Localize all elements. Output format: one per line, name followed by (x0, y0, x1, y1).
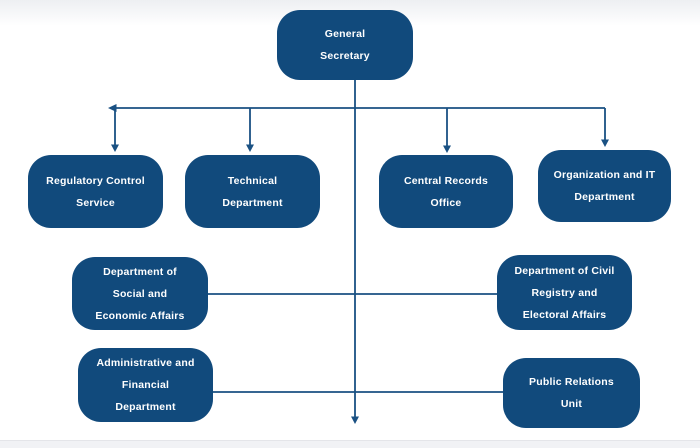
node-label-line: General (324, 28, 366, 40)
node-label-line: Office (430, 196, 462, 209)
node-technical-department: Technical Department (185, 155, 320, 228)
node-label-line: Unit (560, 398, 583, 410)
node-dept-civil-registry-electoral: Department of Civil Registry and Elector… (497, 255, 632, 330)
footer-section-edge (0, 440, 700, 448)
node-label-line: Administrative and (96, 357, 195, 369)
node-label-line: Public Relations (529, 376, 614, 388)
node-label-line: Department (115, 401, 176, 413)
node-label-line: Department (222, 196, 283, 209)
node-label-line: Technical (227, 174, 278, 187)
node-label-line: Service (76, 196, 115, 209)
node-central-records-office: Central Records Office (379, 155, 513, 228)
node-label-line: Economic Affairs (95, 309, 185, 322)
arrowhead-regulatory (111, 144, 119, 152)
node-label-line: Department of (103, 265, 177, 278)
node-label-line: Central Records (403, 174, 489, 187)
node-dept-social-economic-affairs: Department of Social and Economic Affair… (72, 257, 208, 330)
node-label-line: Financial (121, 379, 170, 391)
node-regulatory-control-service: Regulatory Control Service (28, 155, 163, 228)
node-label-line: Department (574, 191, 635, 203)
node-general-secretary: General Secretary (277, 10, 413, 80)
node-label-line: Department of Civil (514, 264, 615, 277)
arrowhead-left-end (108, 104, 117, 112)
node-label-line: Social and (112, 287, 168, 300)
node-label-line: Organization and IT (553, 169, 656, 181)
node-label-line: Regulatory Control (46, 174, 145, 187)
arrowhead-central-records (443, 145, 451, 153)
node-label-line: Secretary (320, 50, 370, 62)
node-public-relations-unit: Public Relations Unit (503, 358, 640, 428)
node-organization-it-department: Organization and IT Department (538, 150, 671, 222)
node-administrative-financial-department: Administrative and Financial Department (78, 348, 213, 422)
node-label-line: Electoral Affairs (522, 308, 607, 321)
node-label-line: Registry and (531, 286, 598, 299)
arrowhead-organization-it (601, 139, 609, 147)
arrowhead-technical (246, 144, 254, 152)
arrowhead-spine-bottom (351, 416, 359, 424)
